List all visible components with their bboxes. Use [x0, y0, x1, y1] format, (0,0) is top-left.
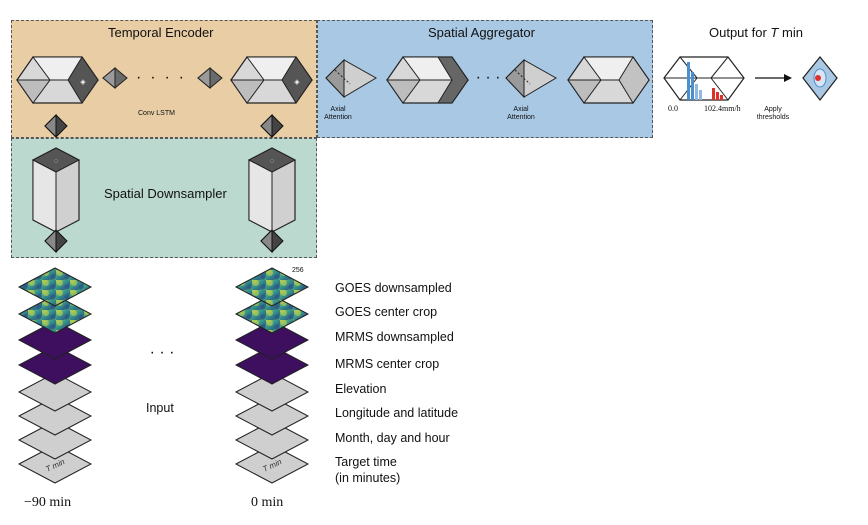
hist-bar-blue-3	[695, 84, 698, 100]
svg-text:◈: ◈	[294, 79, 300, 86]
aggregator-block-1	[386, 56, 469, 104]
input-stack-right	[234, 267, 310, 484]
encoder-block-right: ◈	[230, 56, 313, 104]
input-ellipsis: · · ·	[150, 344, 175, 361]
spatial-downsampler-title: Spatial Downsampler	[104, 186, 227, 201]
legend-goes-downsampled: GOES downsampled	[335, 281, 452, 295]
apply-thresholds-label: Apply thresholds	[756, 106, 790, 121]
convlstm-diamond-2	[197, 66, 223, 90]
hist-bar-blue-1	[687, 62, 690, 100]
time-end-label: 0 min	[251, 495, 284, 510]
output-histogram-block	[663, 56, 745, 101]
size-label: 256	[292, 267, 304, 274]
pyramid-left-upper	[44, 113, 68, 139]
svg-text:◌: ◌	[270, 158, 274, 165]
hist-min-label: 0.0	[668, 104, 678, 113]
hist-bar-blue-2	[691, 72, 694, 100]
legend-target-time: Target time	[335, 455, 397, 469]
legend-goes-center-crop: GOES center crop	[335, 305, 438, 319]
output-title-prefix: Output for	[709, 25, 771, 40]
spatial-aggregator-title: Spatial Aggregator	[428, 25, 535, 40]
axial-attention-block-2	[505, 58, 557, 99]
legend-longitude-latitude: Longitude and latitude	[335, 406, 459, 420]
input-label: Input	[146, 401, 174, 415]
legend-month-day-hour: Month, day and hour	[335, 431, 450, 445]
axial-attention-label-2: Axial Attention	[507, 106, 535, 121]
input-stack-left	[17, 267, 93, 484]
svg-text:◌: ◌	[54, 158, 58, 165]
axial-attention-label-1: Axial Attention	[324, 106, 352, 121]
aggregator-block-2	[567, 56, 650, 104]
pyramid-right-lower	[260, 228, 284, 254]
temporal-encoder-title: Temporal Encoder	[108, 25, 214, 40]
axial-attention-block-1	[325, 58, 377, 99]
hist-bar-red-2	[716, 92, 719, 100]
hist-bar-red-1	[712, 88, 715, 100]
legend-target-time-units: (in minutes)	[335, 471, 401, 485]
legend-elevation: Elevation	[335, 382, 387, 396]
svg-text:◈: ◈	[80, 79, 86, 86]
encoder-ellipsis: · · · ·	[136, 69, 184, 86]
conv-lstm-label: Conv LSTM	[138, 110, 175, 117]
downsampler-prism-right: ◌	[247, 147, 297, 233]
aggregator-ellipsis: · · ·	[476, 69, 501, 86]
thresholded-output	[802, 56, 838, 101]
pyramid-left-lower	[44, 228, 68, 254]
hist-bar-red-3	[720, 95, 723, 100]
legend-mrms-center-crop: MRMS center crop	[335, 357, 440, 371]
legend-mrms-downsampled: MRMS downsampled	[335, 330, 454, 344]
pyramid-right-upper	[260, 113, 284, 139]
hist-max-label: 102.4mm/h	[704, 104, 741, 113]
downsampler-prism-left: ◌	[31, 147, 81, 233]
encoder-block-left: ◈	[16, 56, 99, 104]
apply-arrow	[755, 74, 792, 82]
convlstm-diamond-1	[102, 66, 128, 90]
output-title-var: T	[770, 25, 779, 40]
output-title-suffix: min	[778, 25, 803, 40]
time-start-label: −90 min	[24, 495, 72, 510]
hist-bar-blue-4	[699, 90, 702, 100]
output-title: Output for T min	[709, 25, 803, 40]
